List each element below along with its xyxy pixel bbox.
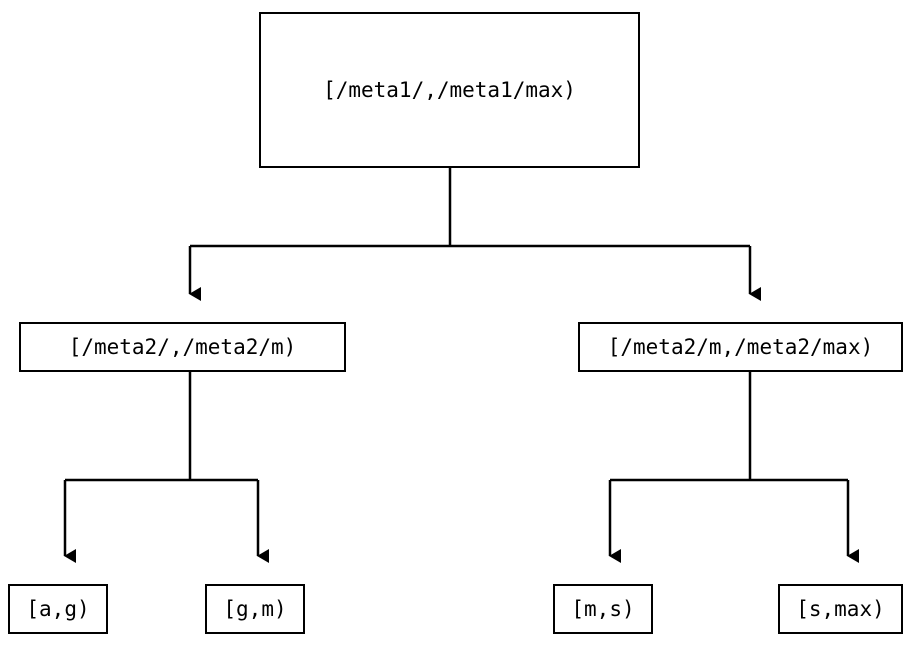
tree-node-mid-left[interactable]: [/meta2/,/meta2/m): [19, 322, 346, 372]
edge-midleft-to-leaves: [63, 372, 269, 563]
edge-midright-to-leaves: [608, 372, 859, 563]
tree-node-root[interactable]: [/meta1/,/meta1/max): [259, 12, 640, 168]
tree-node-label: [/meta1/,/meta1/max): [323, 78, 576, 102]
edge-root-to-mid: [188, 168, 761, 301]
tree-node-leaf-ag[interactable]: [a,g): [8, 584, 108, 634]
tree-node-label: [/meta2/,/meta2/m): [68, 335, 297, 359]
tree-node-label: [s,max): [796, 597, 885, 621]
tree-node-label: [/meta2/m,/meta2/max): [607, 335, 874, 359]
tree-node-label: [a,g): [26, 597, 90, 621]
tree-node-label: [g,m): [223, 597, 287, 621]
tree-node-leaf-ms[interactable]: [m,s): [553, 584, 653, 634]
tree-node-leaf-smax[interactable]: [s,max): [778, 584, 903, 634]
tree-node-label: [m,s): [571, 597, 635, 621]
tree-node-mid-right[interactable]: [/meta2/m,/meta2/max): [578, 322, 903, 372]
tree-node-leaf-gm[interactable]: [g,m): [205, 584, 305, 634]
